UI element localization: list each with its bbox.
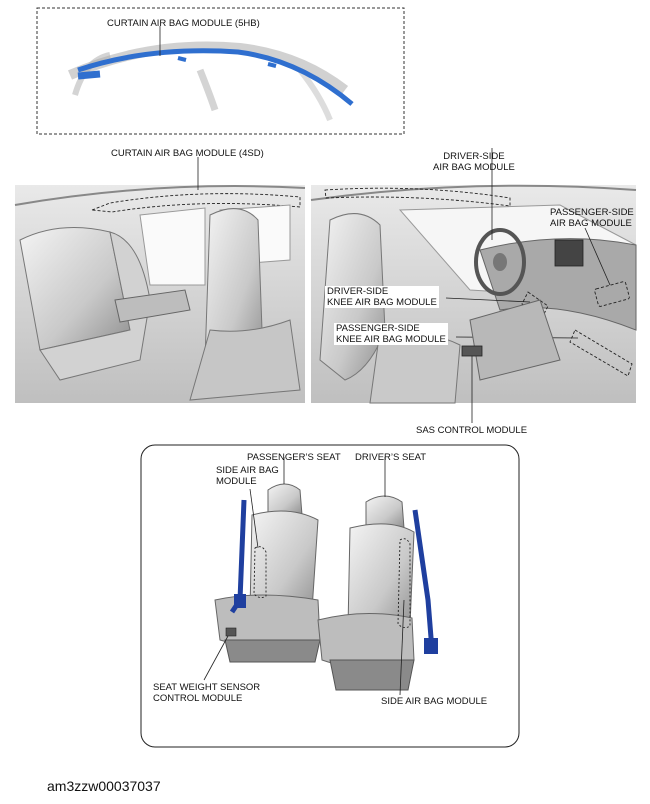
label-passengers-seat: PASSENGER’S SEAT bbox=[247, 452, 341, 463]
label-curtain-5hb: CURTAIN AIR BAG MODULE (5HB) bbox=[107, 18, 260, 29]
curtain-4sd-panel bbox=[14, 157, 306, 403]
label-side-airbag-right: SIDE AIR BAG MODULE bbox=[381, 696, 488, 707]
front-cabin-panel bbox=[310, 148, 637, 423]
figure-id: am3zzw00037037 bbox=[47, 778, 161, 794]
label-drivers-seat: DRIVER’S SEAT bbox=[355, 452, 427, 463]
curtain-5hb-panel bbox=[36, 7, 405, 135]
seat-detail-panel bbox=[140, 444, 520, 748]
label-curtain-4sd: CURTAIN AIR BAG MODULE (4SD) bbox=[111, 148, 264, 159]
label-sas-control: SAS CONTROL MODULE bbox=[416, 425, 528, 436]
